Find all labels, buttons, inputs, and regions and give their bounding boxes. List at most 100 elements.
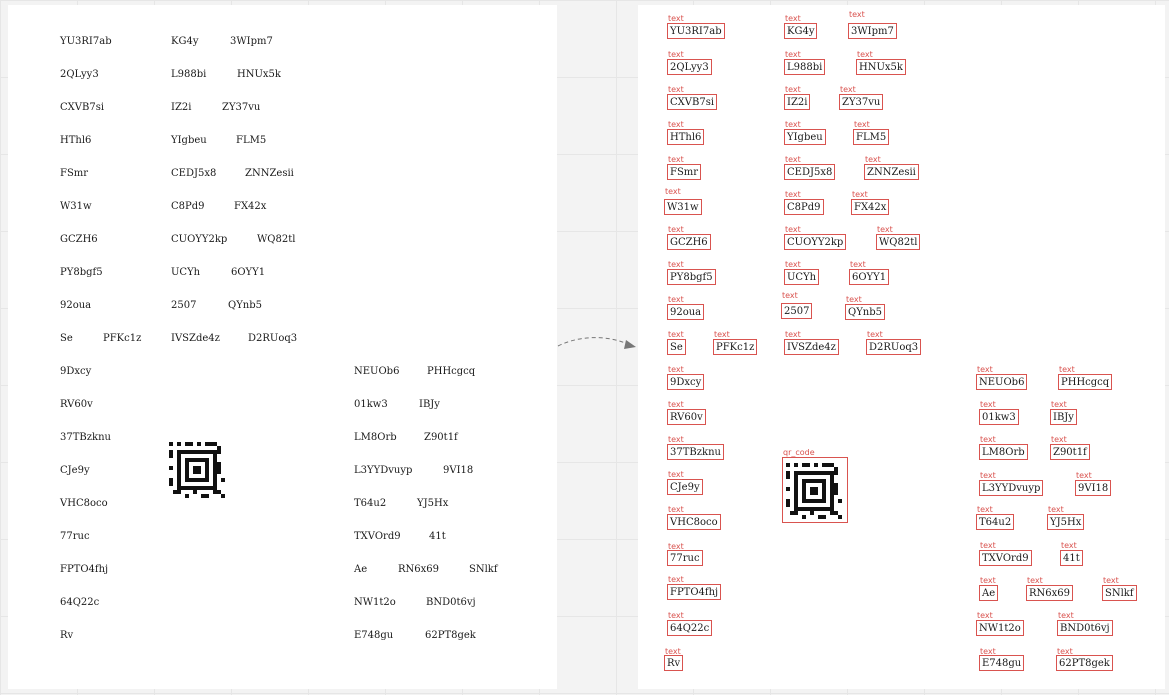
word: SNlkf — [469, 564, 498, 575]
text-region[interactable]: L3YYDvuyp — [979, 480, 1044, 496]
text-region[interactable]: TXVOrd9 — [979, 550, 1032, 566]
qr-code-region[interactable] — [782, 457, 848, 523]
text-region[interactable]: 41t — [1060, 550, 1083, 566]
text-region[interactable]: PFKc1z — [713, 339, 758, 355]
text-region[interactable]: IVSZde4z — [784, 339, 839, 355]
text-label: text — [1059, 365, 1075, 374]
text-region[interactable]: FLM5 — [853, 129, 890, 145]
text-region[interactable]: 9VI18 — [1075, 480, 1112, 496]
text-region[interactable]: Ae — [979, 585, 999, 601]
text-region[interactable]: UCYh — [784, 269, 820, 285]
text-region[interactable]: CUOYY2kp — [784, 234, 847, 250]
word: PY8bgf5 — [60, 267, 103, 278]
text-region[interactable]: CEDJ5x8 — [784, 164, 836, 180]
text-region[interactable]: E748gu — [979, 655, 1025, 671]
text-region[interactable]: YJ5Hx — [1047, 514, 1085, 530]
word: WQ82tl — [257, 234, 296, 245]
word: FLM5 — [236, 135, 267, 146]
text-region[interactable]: 6OYY1 — [849, 269, 890, 285]
text-region[interactable]: VHC8oco — [667, 514, 721, 530]
text-region[interactable]: NEUOb6 — [976, 374, 1028, 390]
text-label: text — [980, 576, 996, 585]
text-region[interactable]: ZNNZesii — [864, 164, 919, 180]
word: 37TBzknu — [60, 432, 111, 443]
text-label: text — [668, 400, 684, 409]
text-region[interactable]: W31w — [664, 199, 702, 215]
text-region[interactable]: 77ruc — [667, 550, 703, 566]
text-region[interactable]: BND0t6vj — [1057, 620, 1113, 636]
text-region[interactable]: LM8Orb — [979, 444, 1028, 460]
text-label: text — [785, 50, 801, 59]
text-region[interactable]: CXVB7si — [667, 94, 718, 110]
text-region[interactable]: 92oua — [667, 304, 705, 320]
text-region[interactable]: 37TBzknu — [667, 444, 724, 460]
text-label: text — [1048, 505, 1064, 514]
text-region[interactable]: QYnb5 — [845, 304, 886, 320]
text-region[interactable]: D2RUoq3 — [866, 339, 922, 355]
text-region[interactable]: HThl6 — [667, 129, 705, 145]
word: Se — [60, 333, 73, 344]
text-region[interactable]: Se — [667, 339, 686, 355]
text-region[interactable]: 2507 — [781, 303, 813, 319]
text-region[interactable]: YU3RI7ab — [667, 23, 725, 39]
text-region[interactable]: IZ2i — [784, 94, 811, 110]
text-region[interactable]: NW1t2o — [976, 620, 1024, 636]
text-region[interactable]: GCZH6 — [667, 234, 711, 250]
word: GCZH6 — [60, 234, 98, 245]
text-region[interactable]: 9Dxcy — [667, 374, 705, 390]
word: Rv — [60, 630, 74, 641]
dashed-arrow-icon — [557, 337, 636, 349]
text-region[interactable]: RN6x69 — [1026, 585, 1074, 601]
text-label: text — [668, 435, 684, 444]
text-region[interactable]: YIgbeu — [784, 129, 826, 145]
qr-code-label: qr_code — [783, 448, 815, 457]
text-region[interactable]: FPTO4fhj — [667, 584, 722, 600]
word: HNUx5k — [237, 69, 281, 80]
text-region[interactable]: FSmr — [667, 164, 702, 180]
text-label: text — [977, 505, 993, 514]
text-region[interactable]: ZY37vu — [839, 94, 884, 110]
text-label: text — [668, 14, 684, 23]
word: 3WIpm7 — [230, 36, 273, 47]
text-region[interactable]: PHHcgcq — [1058, 374, 1113, 390]
text-region[interactable]: IBJy — [1050, 409, 1077, 425]
text-region[interactable]: Z90t1f — [1050, 444, 1090, 460]
text-region[interactable]: SNlkf — [1102, 585, 1137, 601]
word: IZ2i — [171, 102, 192, 113]
text-region[interactable]: 2QLyy3 — [667, 59, 712, 75]
text-region[interactable]: 62PT8gek — [1056, 655, 1113, 671]
word: FX42x — [234, 201, 267, 212]
text-region[interactable]: T64u2 — [976, 514, 1015, 530]
text-region[interactable]: FX42x — [851, 199, 890, 215]
text-label: text — [846, 295, 862, 304]
word: CXVB7si — [60, 102, 105, 113]
text-region[interactable]: HNUx5k — [856, 59, 906, 75]
text-label: text — [852, 190, 868, 199]
word: BND0t6vj — [426, 597, 476, 608]
word: 01kw3 — [354, 399, 388, 410]
text-region[interactable]: WQ82tl — [876, 234, 921, 250]
text-region[interactable]: 01kw3 — [979, 409, 1019, 425]
text-label: text — [785, 225, 801, 234]
word: C8Pd9 — [171, 201, 205, 212]
text-region[interactable]: 3WIpm7 — [848, 23, 897, 39]
text-label: text — [854, 120, 870, 129]
text-label: text — [1051, 400, 1067, 409]
text-label: text — [785, 330, 801, 339]
text-label: text — [1057, 647, 1073, 656]
text-label: text — [1058, 611, 1074, 620]
word: L3YYDvuyp — [354, 465, 413, 476]
text-label: text — [1076, 471, 1092, 480]
text-region[interactable]: C8Pd9 — [784, 199, 824, 215]
word: RV60v — [60, 399, 93, 410]
word: QYnb5 — [228, 300, 263, 311]
text-region[interactable]: Rv — [664, 655, 684, 671]
text-region[interactable]: CJe9y — [667, 479, 703, 495]
text-region[interactable]: 64Q22c — [667, 620, 713, 636]
word: 2507 — [171, 300, 197, 311]
text-region[interactable]: PY8bgf5 — [667, 269, 716, 285]
text-region[interactable]: KG4y — [784, 23, 818, 39]
text-region[interactable]: L988bi — [784, 59, 826, 75]
text-label: text — [665, 187, 681, 196]
text-region[interactable]: RV60v — [667, 409, 706, 425]
